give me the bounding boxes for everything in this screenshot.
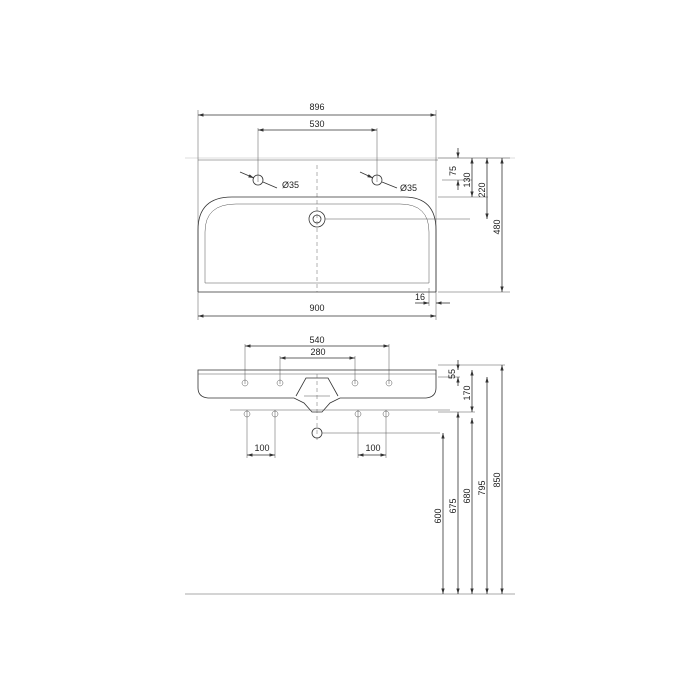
- leader-right: [359, 171, 374, 179]
- dim-850: 850: [492, 472, 502, 487]
- top-view: 896 530 Ø35 Ø35 75 130: [185, 102, 515, 320]
- bowl-profile: [295, 377, 339, 397]
- dim-130: 130: [462, 172, 472, 187]
- dim-170: 170: [462, 385, 472, 400]
- dim-100-left: 100: [254, 443, 269, 453]
- dim-75: 75: [448, 166, 458, 176]
- leader-left-out: [262, 181, 278, 189]
- waste-inner: [312, 214, 322, 224]
- hole-label-right: Ø35: [400, 183, 417, 193]
- dim-795: 795: [477, 480, 487, 495]
- dim-680: 680: [462, 488, 472, 503]
- dim-896: 896: [309, 102, 324, 112]
- dim-16: 16: [415, 292, 425, 302]
- front-hole-4: [385, 379, 393, 387]
- dim-480: 480: [492, 219, 502, 234]
- leader-right-out: [381, 181, 398, 189]
- dim-675: 675: [448, 498, 458, 513]
- leader-left: [239, 171, 255, 179]
- dim-55: 55: [447, 369, 457, 379]
- basin-outline: [197, 196, 437, 292]
- hole-label-left: Ø35: [282, 180, 299, 190]
- dim-280: 280: [310, 347, 325, 357]
- dim-600: 600: [433, 508, 443, 523]
- basin-bowl-inner: [204, 203, 430, 284]
- tap-hole-right: [371, 174, 383, 186]
- front-view: 540 280 100 100: [185, 335, 515, 595]
- basin-front-outline: [197, 369, 437, 413]
- front-hole-3: [351, 379, 359, 387]
- dim-900: 900: [309, 303, 324, 313]
- front-hole-1: [241, 379, 249, 387]
- dim-220: 220: [477, 182, 487, 197]
- dim-530: 530: [309, 119, 324, 129]
- front-hole-2: [276, 379, 284, 387]
- tap-hole-left: [252, 174, 264, 186]
- dim-540: 540: [309, 335, 324, 345]
- dim-100-right: 100: [365, 443, 380, 453]
